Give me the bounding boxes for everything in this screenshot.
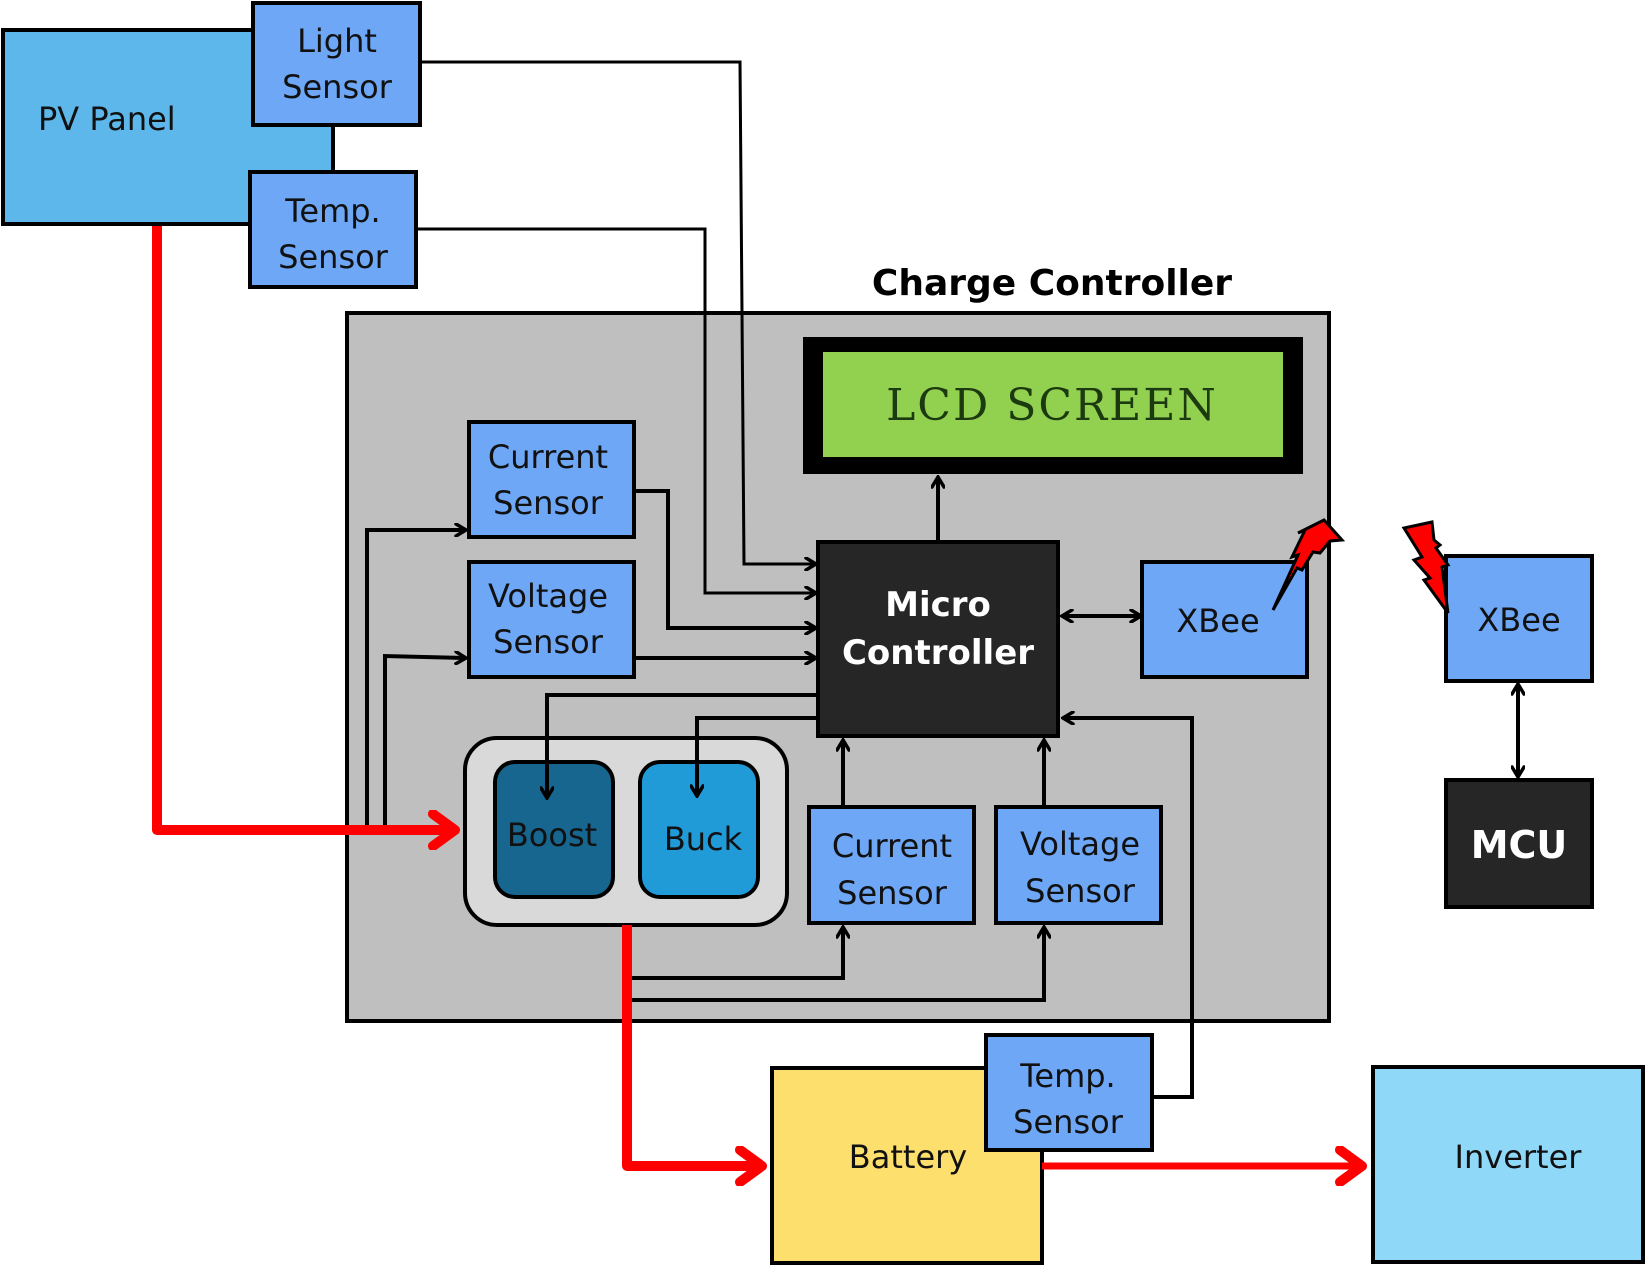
input-current-sensor-label-2: Sensor bbox=[493, 484, 604, 522]
boost-label: Boost bbox=[507, 816, 597, 854]
output-voltage-sensor: Voltage Sensor bbox=[994, 805, 1163, 925]
micro-controller: Micro Controller bbox=[816, 540, 1060, 738]
wire-tap-to-input-current bbox=[365, 530, 465, 830]
buck-converter: Buck bbox=[638, 760, 760, 899]
input-current-sensor: Current Sensor bbox=[467, 420, 636, 539]
battery-temp-sensor: Temp. Sensor bbox=[984, 1033, 1154, 1152]
inverter: Inverter bbox=[1371, 1065, 1645, 1264]
pv-panel-label: PV Panel bbox=[38, 100, 176, 138]
input-current-sensor-label-1: Current bbox=[488, 438, 608, 476]
output-voltage-sensor-label-1: Voltage bbox=[1020, 825, 1140, 863]
pv-temp-sensor-label-2: Sensor bbox=[278, 238, 389, 276]
input-voltage-sensor: Voltage Sensor bbox=[467, 560, 636, 679]
power-line-pv-to-converter bbox=[152, 226, 455, 830]
battery-temp-sensor-label-1: Temp. bbox=[1019, 1057, 1115, 1095]
buck-label: Buck bbox=[664, 820, 743, 858]
mcu: MCU bbox=[1444, 778, 1594, 909]
inverter-label: Inverter bbox=[1455, 1138, 1583, 1176]
wire-battery-temp-to-micro bbox=[1064, 718, 1194, 1099]
boost-converter: Boost bbox=[493, 760, 615, 899]
battery-label: Battery bbox=[849, 1138, 967, 1176]
output-voltage-sensor-label-2: Sensor bbox=[1025, 872, 1136, 910]
input-voltage-sensor-label-2: Sensor bbox=[493, 623, 604, 661]
battery-temp-sensor-label-2: Sensor bbox=[1013, 1103, 1124, 1141]
wire-tap-to-output-current bbox=[630, 928, 843, 980]
wire-micro-to-boost bbox=[547, 693, 818, 797]
wire-tap-to-input-voltage bbox=[383, 656, 465, 830]
mcu-label: MCU bbox=[1471, 823, 1568, 867]
wire-tap-to-output-voltage bbox=[630, 928, 1044, 1002]
xbee-remote-label: XBee bbox=[1477, 601, 1560, 639]
output-current-sensor-label-2: Sensor bbox=[837, 874, 948, 912]
lcd-screen: LCD SCREEN bbox=[803, 337, 1303, 474]
pv-temp-sensor: Temp. Sensor bbox=[248, 170, 418, 289]
lcd-screen-label: LCD SCREEN bbox=[886, 380, 1218, 431]
light-sensor-label-2: Sensor bbox=[282, 68, 393, 106]
light-sensor: Light Sensor bbox=[251, 1, 422, 127]
light-sensor-label-1: Light bbox=[297, 22, 377, 60]
xbee-remote: XBee bbox=[1444, 554, 1594, 683]
wire-pvtemp-to-micro bbox=[416, 227, 815, 593]
xbee-local-label: XBee bbox=[1176, 602, 1259, 640]
micro-controller-label-2: Controller bbox=[842, 633, 1034, 673]
pv-temp-sensor-label-1: Temp. bbox=[284, 192, 380, 230]
xbee-local: XBee bbox=[1140, 560, 1309, 679]
charge-controller-title: Charge Controller bbox=[872, 263, 1232, 304]
output-current-sensor-label-1: Current bbox=[832, 827, 952, 865]
wire-micro-to-buck bbox=[697, 716, 818, 795]
wire-input-current-to-micro bbox=[634, 489, 815, 628]
wire-light-to-micro bbox=[420, 60, 815, 564]
lightning-bolt-icon bbox=[1271, 518, 1346, 611]
micro-controller-label-1: Micro bbox=[885, 585, 991, 625]
lightning-bolt-icon bbox=[1401, 520, 1451, 614]
converter-group: Boost Buck bbox=[463, 736, 789, 927]
output-current-sensor: Current Sensor bbox=[807, 805, 976, 925]
power-line-converter-to-battery bbox=[622, 925, 762, 1166]
input-voltage-sensor-label-1: Voltage bbox=[488, 577, 608, 615]
